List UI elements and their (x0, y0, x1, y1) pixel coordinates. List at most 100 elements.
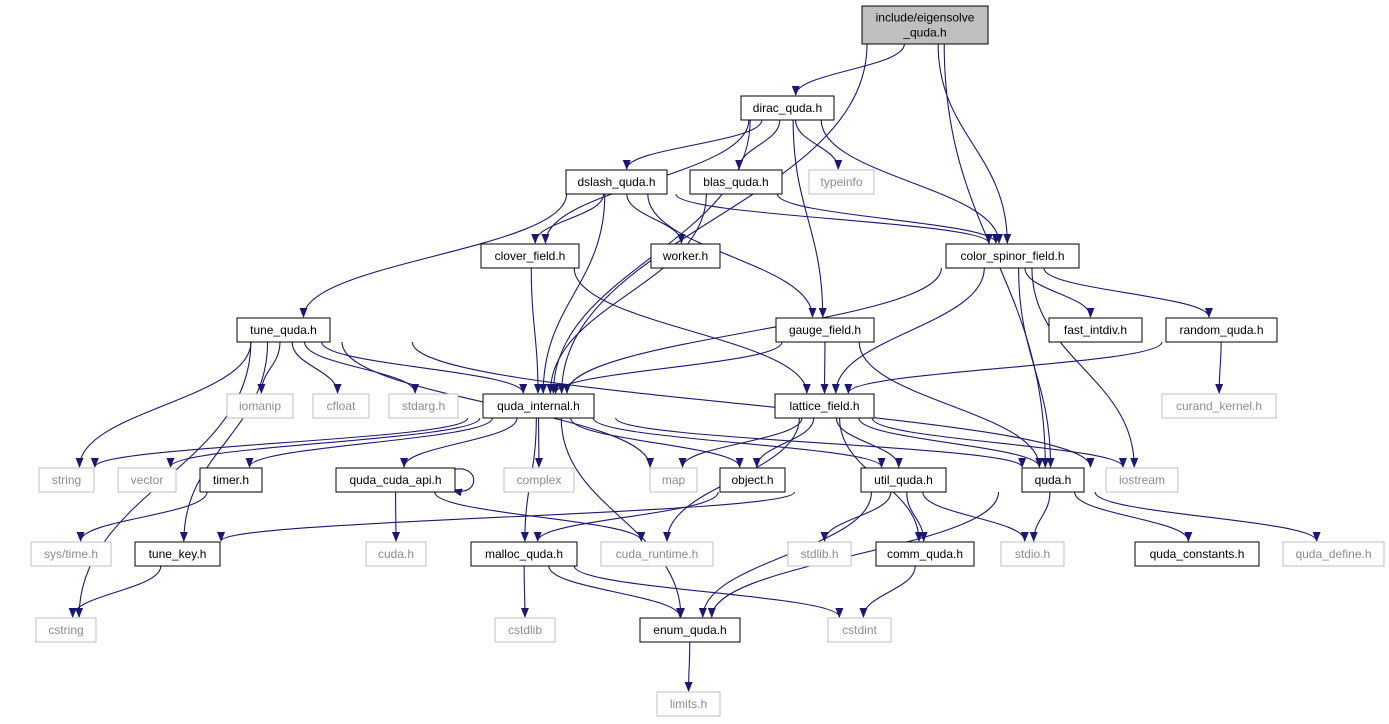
node-box (388, 393, 459, 419)
node-quda-internal[interactable]: quda_internal.h (482, 393, 595, 419)
node-label: color_spinor_field.h (960, 249, 1064, 263)
node-cfloat: cfloat (312, 393, 370, 419)
node-random-quda[interactable]: random_quda.h (1165, 317, 1278, 343)
node-box (650, 243, 721, 269)
node-tune-key[interactable]: tune_key.h (134, 541, 221, 567)
node-box (1282, 541, 1385, 567)
node-quda[interactable]: quda.h (1021, 467, 1085, 493)
edge-malloc_quda-to-cstdint (573, 565, 844, 618)
node-box (503, 467, 575, 493)
edge-timer-to-sys_time (76, 491, 208, 542)
node-quda-define: quda_define.h (1282, 541, 1385, 567)
node-label: _quda.h (902, 26, 946, 40)
node-box (1000, 541, 1065, 567)
node-box (38, 467, 95, 493)
edge-lattice_field-to-iostream (871, 417, 1127, 468)
node-fast-intdiv[interactable]: fast_intdiv.h (1048, 317, 1143, 343)
node-enum-quda[interactable]: enum_quda.h (639, 617, 741, 643)
edge-dslash_quda-to-worker (626, 193, 686, 244)
node-label: tune_key.h (149, 547, 207, 561)
node-label: cfloat (327, 399, 356, 413)
edge-tune_quda-to-iomanip (257, 341, 281, 394)
node-root[interactable]: include/eigensolve_quda.h (861, 5, 989, 45)
node-box (808, 169, 875, 195)
node-box (482, 393, 595, 419)
node-curand-kernel: curand_kernel.h (1161, 393, 1277, 419)
edge-quda_internal-to-string (90, 417, 469, 468)
node-quda-constants[interactable]: quda_constants.h (1134, 541, 1260, 567)
node-box (656, 691, 721, 717)
node-label: stdlib.h (800, 547, 838, 561)
edge-dirac_quda-to-typeinfo (795, 119, 843, 170)
node-box (875, 541, 975, 567)
node-timer[interactable]: timer.h (199, 467, 263, 493)
edge-random_quda-to-lattice_field (844, 341, 1163, 394)
node-label: curand_kernel.h (1176, 399, 1262, 413)
node-worker[interactable]: worker.h (650, 243, 721, 269)
edge-tune_key-to-cstring (68, 565, 162, 618)
node-gauge-field[interactable]: gauge_field.h (775, 317, 875, 343)
node-label: dslash_quda.h (577, 175, 655, 189)
node-dirac-quda[interactable]: dirac_quda.h (740, 95, 835, 121)
node-quda-cuda-api[interactable]: quda_cuda_api.h (335, 467, 456, 493)
node-label: cstring (48, 623, 83, 637)
node-label: quda_cuda_api.h (349, 473, 441, 487)
edge-tune_quda-to-iostream (411, 341, 1095, 468)
node-box (494, 617, 556, 643)
node-color-spinor-field[interactable]: color_spinor_field.h (945, 243, 1080, 269)
edge-tune_quda-to-quda_internal (321, 341, 528, 394)
node-dslash-quda[interactable]: dslash_quda.h (565, 169, 668, 195)
node-label: stdarg.h (402, 399, 445, 413)
node-malloc-quda[interactable]: malloc_quda.h (470, 541, 578, 567)
node-box (1161, 393, 1277, 419)
node-label: iostream (1119, 473, 1165, 487)
edge-quda_cuda_api-to-cuda_runtime (434, 491, 646, 542)
node-cuda: cuda.h (365, 541, 427, 567)
node-object[interactable]: object.h (719, 467, 786, 493)
node-box (1134, 541, 1260, 567)
node-label: vector (131, 473, 164, 487)
node-box (1105, 467, 1179, 493)
edge-util_quda-to-stdlib (820, 491, 892, 542)
edge-root-to-color_spinor_field (937, 43, 1012, 244)
node-label: stdio.h (1015, 547, 1050, 561)
edge-color_spinor_field-to-lattice_field (831, 267, 985, 394)
edge-color_spinor_field-to-iostream (1031, 267, 1139, 468)
edge-tune_quda-to-tune_key (179, 341, 269, 542)
node-box (365, 541, 427, 567)
edge-quda_cuda_api-to-quda_cuda_api (450, 468, 475, 497)
node-iomanip: iomanip (226, 393, 294, 419)
node-label: cuda_runtime.h (616, 547, 699, 561)
node-label: string (52, 473, 81, 487)
node-util-quda[interactable]: util_quda.h (860, 467, 947, 493)
node-box (312, 393, 370, 419)
edge-comm_quda-to-cstdint (859, 565, 916, 618)
edge-random_quda-to-curand_kernel (1215, 341, 1224, 394)
node-box (35, 617, 97, 643)
edge-blas_quda-to-quda_internal (546, 193, 707, 394)
node-label: quda_internal.h (497, 399, 580, 413)
node-stdio: stdio.h (1000, 541, 1065, 567)
node-label: random_quda.h (1179, 323, 1263, 337)
edge-dirac_quda-to-blas_quda (735, 119, 781, 170)
node-tune-quda[interactable]: tune_quda.h (236, 317, 331, 343)
node-box (470, 541, 578, 567)
node-label: typeinfo (820, 175, 862, 189)
edge-clover_field-to-quda_internal (530, 267, 542, 394)
node-box (134, 541, 221, 567)
edge-quda_internal-to-quda_cuda_api (400, 417, 518, 468)
node-label: quda.h (1035, 473, 1072, 487)
node-box (774, 393, 875, 419)
edge-util_quda-to-enum_quda (698, 491, 873, 618)
edge-dslash_quda-to-gauge_field (647, 193, 817, 318)
edge-util_quda-to-tune_key (217, 491, 796, 542)
edge-quda-to-quda_define (1094, 491, 1321, 542)
edge-dslash_quda-to-quda_internal (539, 193, 606, 394)
node-comm-quda[interactable]: comm_quda.h (875, 541, 975, 567)
node-blas-quda[interactable]: blas_quda.h (689, 169, 783, 195)
node-lattice-field[interactable]: lattice_field.h (774, 393, 875, 419)
node-clover-field[interactable]: clover_field.h (480, 243, 580, 269)
node-label: cstdlib (508, 623, 542, 637)
node-box (1048, 317, 1143, 343)
node-label: clover_field.h (495, 249, 566, 263)
